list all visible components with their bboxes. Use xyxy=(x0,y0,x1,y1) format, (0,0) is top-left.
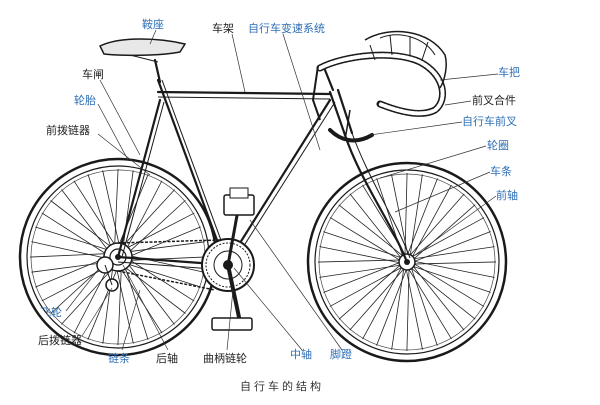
label-chain: 链条 xyxy=(108,351,130,365)
label-spoke: 车条 xyxy=(490,164,512,178)
spoke xyxy=(125,180,163,251)
spoke xyxy=(323,231,403,259)
spoke xyxy=(50,200,114,249)
spoke xyxy=(127,256,207,261)
label-bottom-bracket: 中轴 xyxy=(290,347,312,361)
chain xyxy=(117,239,221,291)
spoke xyxy=(407,267,452,340)
label-fork-fitting: 前叉合件 xyxy=(472,93,516,107)
spoke xyxy=(412,204,476,261)
spoke xyxy=(127,258,195,302)
spoke xyxy=(73,180,117,248)
label-front-fork: 自行车前叉 xyxy=(462,114,517,128)
spoke xyxy=(411,184,452,259)
spoke xyxy=(412,246,495,260)
spoke xyxy=(61,266,115,325)
label-front-derailleur: 前拨链器 xyxy=(46,123,90,137)
rear-derailleur-assembly xyxy=(96,256,119,292)
rear-spokes xyxy=(29,168,207,346)
spoke xyxy=(124,212,195,250)
spoke xyxy=(119,266,163,334)
spoke xyxy=(391,267,405,350)
diagram-caption: 自行车的结构 xyxy=(240,379,324,393)
spoke xyxy=(317,259,402,263)
labels: 鞍座 车架 自行车变速系统 车闸 轮胎 前拨链器 车把 前叉合件 自行车前叉 轮… xyxy=(38,17,520,365)
label-rim: 轮圈 xyxy=(487,138,509,152)
label-derailleur-system: 自行车变速系统 xyxy=(248,21,325,35)
spoke xyxy=(117,266,122,346)
label-front-axle: 前轴 xyxy=(496,188,518,202)
handlebar xyxy=(311,30,447,143)
pedal-lower xyxy=(211,317,253,331)
spoke xyxy=(31,261,110,273)
spoke xyxy=(29,253,109,258)
label-brake: 车闸 xyxy=(82,67,104,81)
spoke xyxy=(323,261,402,293)
spoke xyxy=(409,266,476,320)
spoke xyxy=(115,266,134,344)
label-handlebar: 车把 xyxy=(498,65,520,79)
spoke xyxy=(126,241,205,253)
spoke xyxy=(41,212,109,256)
crankset xyxy=(201,187,255,331)
label-tire: 轮胎 xyxy=(74,93,96,107)
spoke xyxy=(102,170,121,248)
spoke xyxy=(87,174,112,250)
label-frame: 车架 xyxy=(212,21,234,35)
spoke xyxy=(35,226,111,251)
spoke xyxy=(412,260,495,278)
spoke xyxy=(127,200,186,254)
spoke xyxy=(338,263,402,320)
label-rear-axle: 后轴 xyxy=(156,351,178,365)
front-spokes xyxy=(317,172,497,352)
label-pedal: 脚蹬 xyxy=(330,347,352,361)
spoke xyxy=(31,241,109,260)
front-wheel xyxy=(306,161,508,363)
spoke xyxy=(391,174,409,257)
label-saddle: 鞍座 xyxy=(142,17,164,31)
frame xyxy=(116,78,411,271)
saddle xyxy=(98,38,187,84)
spoke xyxy=(121,189,175,248)
spoke xyxy=(35,256,109,288)
spoke xyxy=(61,189,110,253)
spoke xyxy=(125,263,201,288)
leader-lines xyxy=(65,29,499,351)
spoke xyxy=(409,174,423,257)
spoke xyxy=(338,204,405,258)
label-rear-derailleur: 后拨链器 xyxy=(38,333,82,347)
spoke xyxy=(362,265,403,340)
spoke xyxy=(73,263,111,334)
label-crank: 曲柄链轮 xyxy=(203,351,247,365)
spoke xyxy=(405,267,423,350)
spoke xyxy=(411,265,491,293)
spoke xyxy=(114,168,119,248)
spoke xyxy=(126,261,175,325)
label-flywheel: 飞轮 xyxy=(40,305,62,319)
